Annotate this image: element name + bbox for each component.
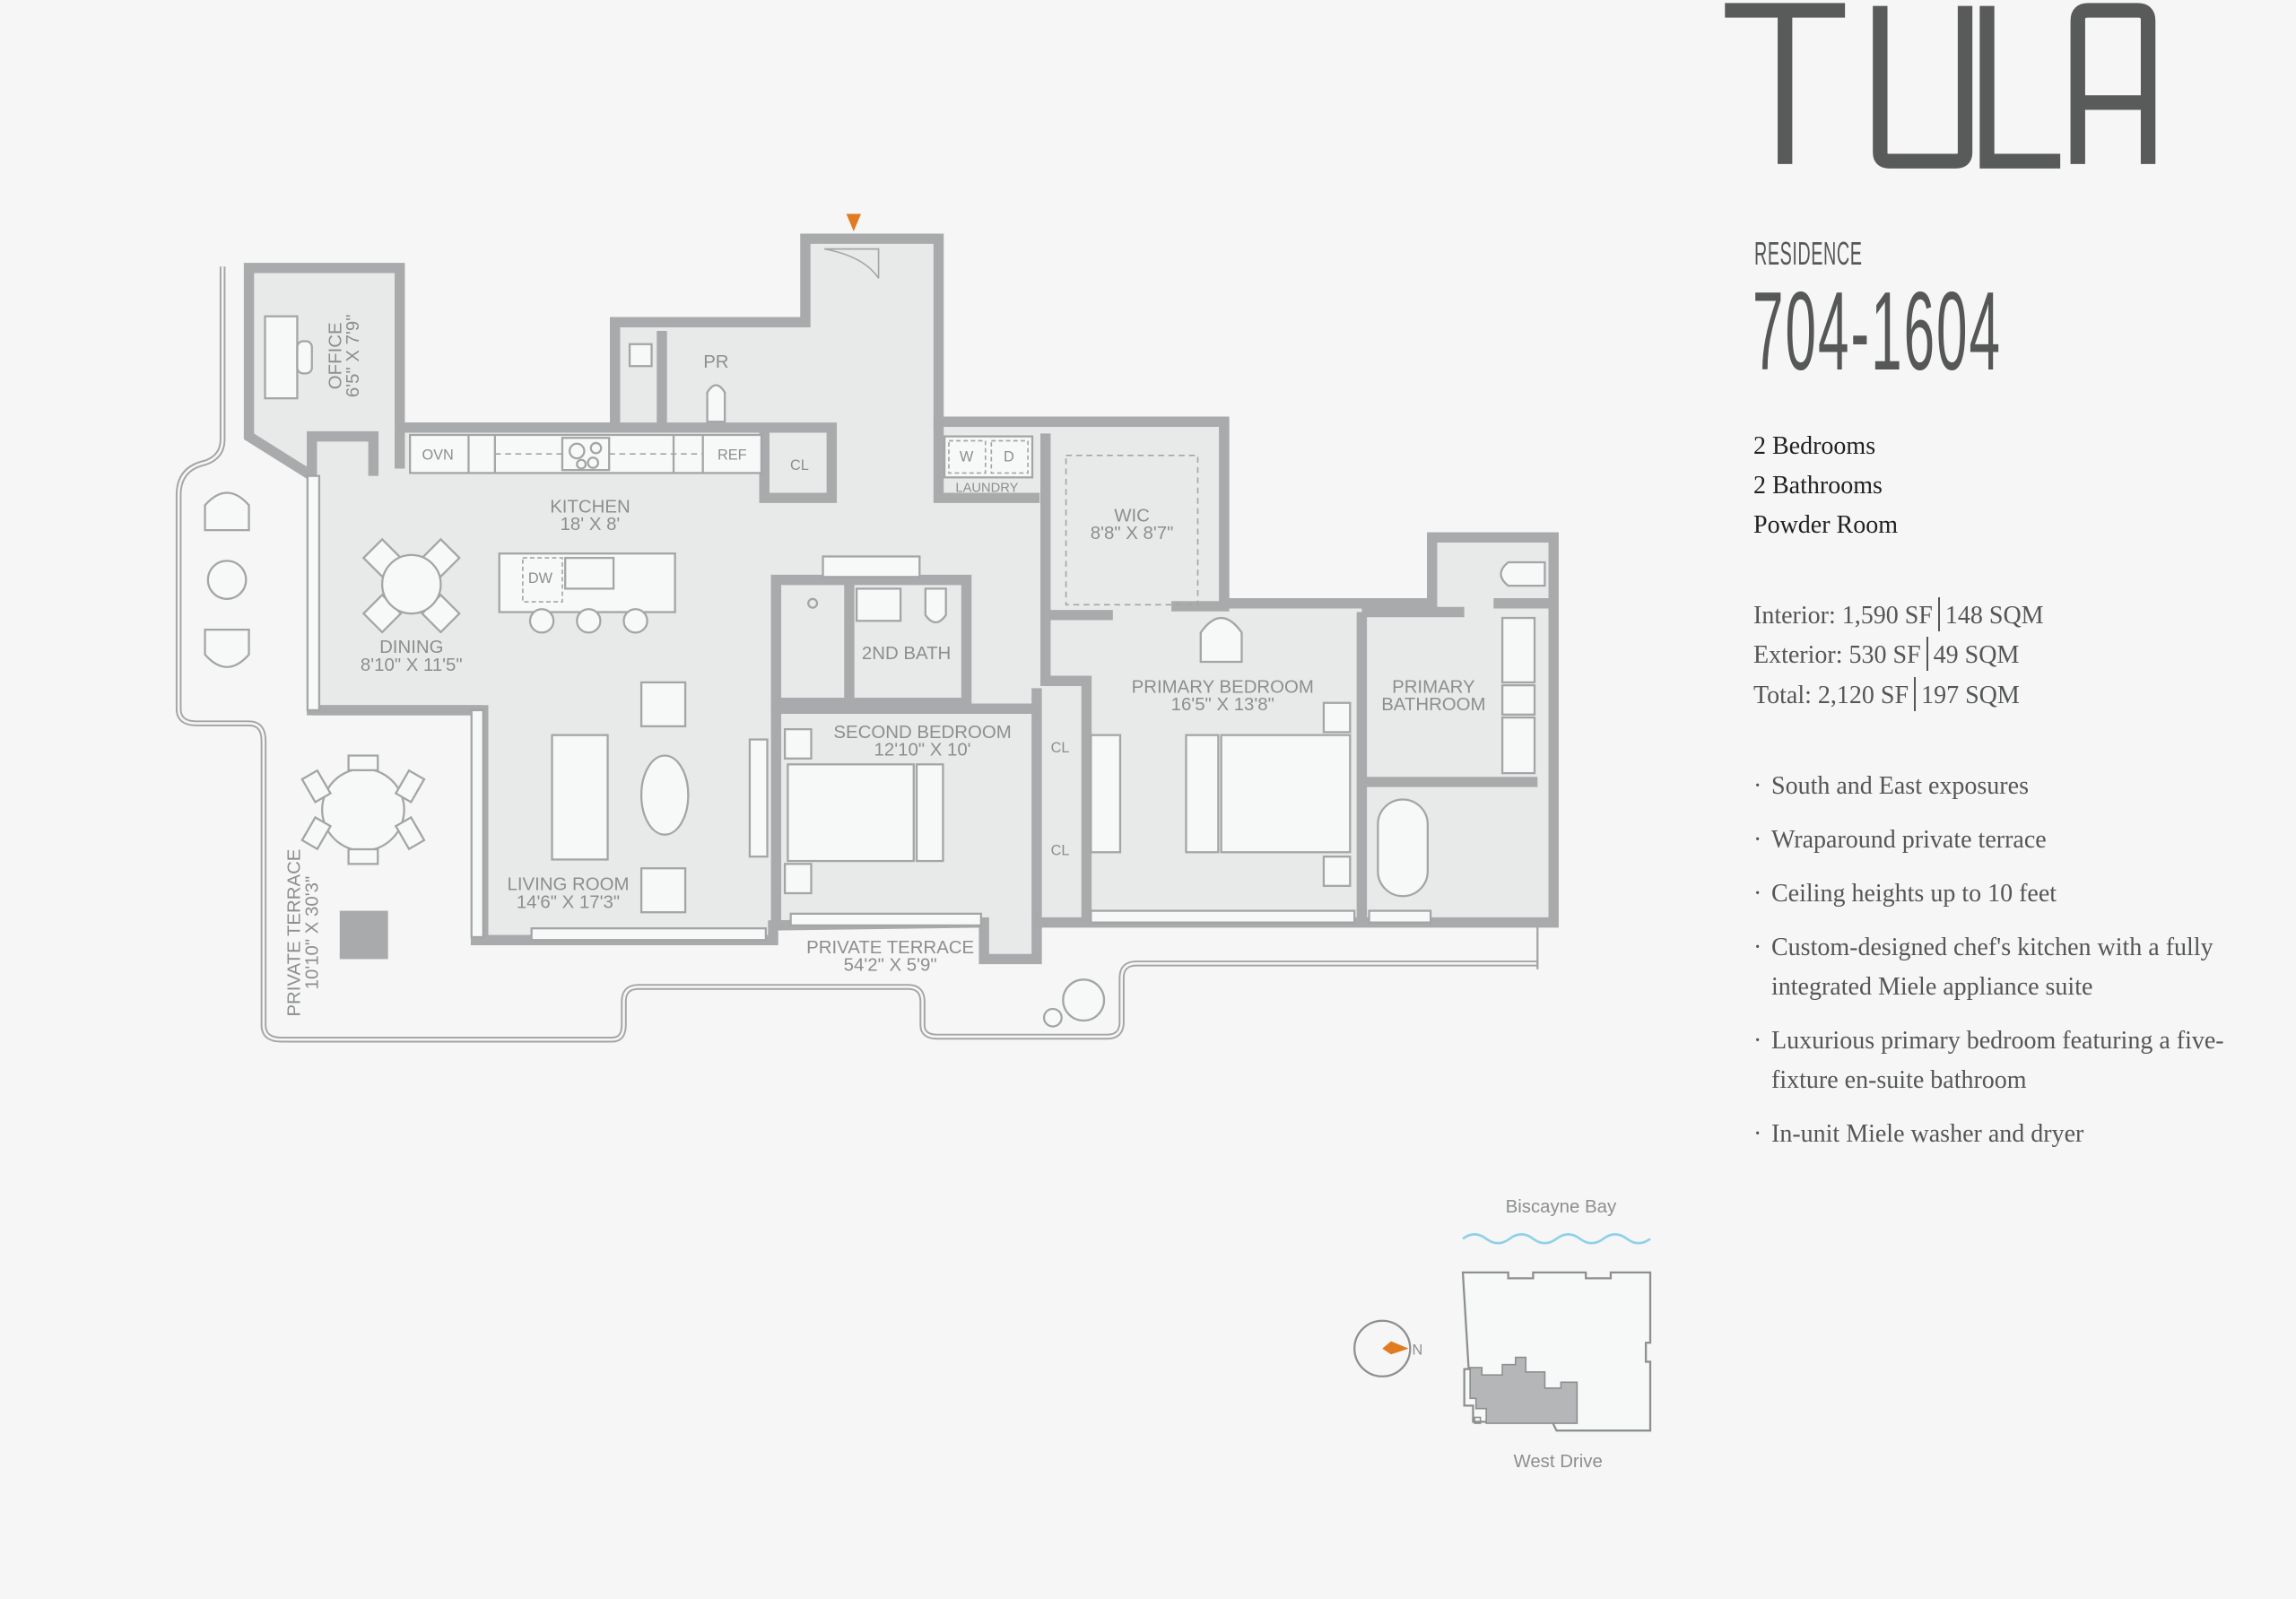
key-plan: Biscayne Bay West Drive N [1353,1197,1652,1472]
second-bedroom-dims: 12'10" X 10' [874,741,971,760]
interior-sf: Interior: 1,590 SF [1753,602,1933,630]
exterior-sqm: 49 SQM [1933,641,2020,669]
south-terrace-label: PRIVATE TERRACE [806,938,974,958]
closet-label: CL [1051,843,1070,859]
powder-room: Powder Room [1753,511,1898,539]
primary-bedroom-label: PRIMARY BEDROOM [1132,677,1314,697]
feature-item: Ceiling heights up to 10 feet [1753,874,2238,914]
south-terrace-dims: 54'2" X 5'9" [844,956,937,976]
second-bedroom-label: SECOND BEDROOM [833,723,1011,743]
wic-shelving [1065,455,1199,606]
dishwasher-label: DW [528,570,553,587]
total-area: Total: 2,120 SF 197 SQM [1753,677,2020,711]
pr-label: PR [703,352,728,372]
living-furniture [551,555,921,914]
office-desk [264,315,299,400]
dining-dims: 8'10" X 11'5" [361,656,463,675]
bathrooms-count: 2 Bathrooms [1753,472,1883,500]
bedrooms-count: 2 Bedrooms [1753,432,1876,460]
residence-label: RESIDENCE [1754,235,1863,272]
primary-bedroom-dims: 16'5" X 13'8" [1171,695,1274,715]
wic-label: WIC [1114,506,1150,526]
feature-list: South and East exposures Wraparound priv… [1753,767,2238,1169]
washer-label: W [960,448,974,465]
kitchen-island [498,552,676,634]
office-label: OFFICE [326,322,345,389]
interior-area: Interior: 1,590 SF 148 SQM [1753,597,2044,631]
dryer-label: D [1004,448,1014,465]
living-room-label: LIVING ROOM [507,875,629,895]
pr-sink [628,343,653,368]
kitchen-counter [409,433,763,474]
terrace-furniture [204,491,1106,1028]
primary-bathroom-label: PRIMARY [1392,677,1475,697]
laundry-label: LAUNDRY [955,482,1018,496]
pr-toilet [706,384,726,423]
biscayne-bay-label: Biscayne Bay [1506,1197,1617,1217]
kitchen-dims: 18' X 8' [561,515,621,534]
wic-dims: 8'8" X 8'7" [1091,524,1174,543]
primary-bedroom-bed [1090,617,1352,887]
interior-sqm: 148 SQM [1944,602,2044,630]
kitchen-label: KITCHEN [550,498,631,517]
compass-icon [1353,1319,1412,1377]
total-sf: Total: 2,120 SF [1753,682,1909,709]
exterior-area: Exterior: 530 SF 49 SQM [1753,637,2019,671]
primary-bath-fixtures [1377,561,1546,898]
room-labels: OFFICE 6'5" X 7'9" PR OVN REF CL KITCHEN… [285,315,1486,1017]
windows [306,474,1432,942]
interior-walls [307,322,1554,941]
west-terrace-dims: 10'10" X 30'3" [302,876,322,990]
feature-item: Luxurious primary bedroom featuring a fi… [1753,1021,2238,1100]
closet-label: CL [1051,740,1070,756]
divider [1926,637,1928,671]
feature-item: In-unit Miele washer and dryer [1753,1115,2238,1154]
divider [1914,677,1917,711]
entry-marker-icon [846,213,861,232]
unit-number: 704-1604 [1752,270,2003,394]
feature-item: Wraparound private terrace [1753,821,2238,860]
west-terrace-label: PRIVATE TERRACE [285,849,305,1017]
feature-item: Custom-designed chef's kitchen with a fu… [1753,928,2238,1007]
total-sqm: 197 SQM [1921,682,2020,709]
exterior-sf: Exterior: 530 SF [1753,641,1921,669]
water-wave-icon [1462,1233,1651,1245]
feature-item: South and East exposures [1753,767,2238,806]
oven-label: OVN [422,448,453,464]
living-room-dims: 14'6" X 17'3" [517,892,620,912]
washer-dryer [943,435,1034,479]
divider [1937,597,1940,631]
fridge-label: REF [718,448,747,464]
tula-logo [1725,3,2156,169]
dining-label: DINING [379,638,443,657]
north-label: N [1413,1342,1423,1358]
west-drive-label: West Drive [1513,1452,1602,1472]
office-dims: 6'5" X 7'9" [344,315,363,398]
dining-table [361,537,461,634]
primary-bathroom-label-2: BATHROOM [1381,695,1485,715]
closet-label: CL [790,457,809,474]
second-bath-label: 2ND BATH [862,644,951,664]
second-bedroom-bed [783,727,944,895]
